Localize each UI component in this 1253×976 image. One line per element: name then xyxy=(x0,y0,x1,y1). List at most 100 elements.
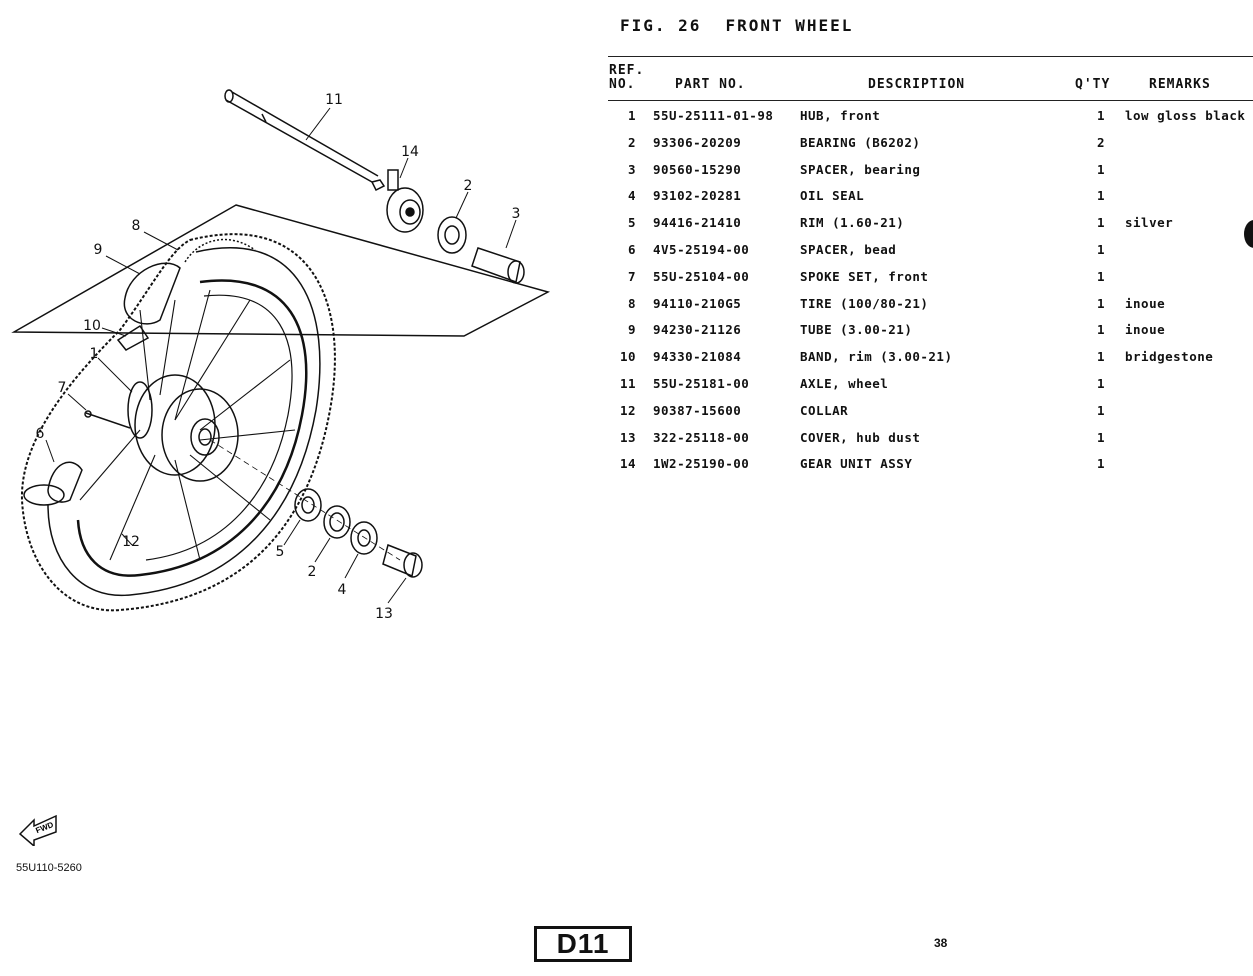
callout-label: 2 xyxy=(464,178,473,194)
qty-cell: 1 xyxy=(1096,456,1106,472)
ref-no-cell: 12 xyxy=(619,402,636,418)
dust-cover-part xyxy=(350,521,378,555)
qty-cell: 1 xyxy=(1096,295,1106,311)
oil-seal-part xyxy=(323,505,351,539)
description-cell: SPACER, bead xyxy=(800,241,897,257)
description-cell: TUBE (3.00-21) xyxy=(800,322,913,338)
valve-part xyxy=(116,324,150,351)
table-row: 12 90387-15600 COLLAR 1 xyxy=(608,399,1253,426)
col-description: DESCRIPTION xyxy=(868,77,966,92)
table-row: 2 93306-20209 BEARING (B6202) 2 xyxy=(608,131,1253,158)
remarks-cell: inoue xyxy=(1125,322,1166,338)
ref-no-cell: 7 xyxy=(627,268,636,284)
part-no-cell: 55U-25181-00 xyxy=(653,375,750,391)
axle-part xyxy=(224,89,386,192)
part-no-cell: 55U-25104-00 xyxy=(653,268,750,284)
remarks-cell: silver xyxy=(1125,215,1174,231)
description-cell: BEARING (B6202) xyxy=(800,134,921,150)
part-no-cell: 322-25118-00 xyxy=(653,429,750,445)
ref-no-cell: 1 xyxy=(627,108,636,123)
callout-label: 11 xyxy=(325,92,343,108)
qty-cell: 1 xyxy=(1096,402,1106,418)
qty-cell: 1 xyxy=(1096,188,1106,204)
remarks-cell: low gloss black xyxy=(1125,108,1246,123)
part-no-cell: 93306-20209 xyxy=(653,134,742,150)
table-row: 3 90560-15290 SPACER, bearing 1 xyxy=(608,158,1253,185)
spacer-part xyxy=(471,247,525,284)
qty-cell: 2 xyxy=(1096,134,1106,150)
callout-label: 5 xyxy=(276,544,285,560)
page-number: 38 xyxy=(934,936,948,950)
callout-label: 14 xyxy=(401,144,419,160)
qty-cell: 1 xyxy=(1096,108,1106,123)
ref-no-cell: 5 xyxy=(627,215,636,231)
fwd-arrow-icon: FWD xyxy=(18,814,57,846)
description-cell: OIL SEAL xyxy=(800,188,865,204)
gear-unit-part xyxy=(386,169,424,233)
qty-cell: 1 xyxy=(1096,322,1106,338)
figure-heading: FIG. 26 FRONT WHEEL xyxy=(620,16,853,35)
description-cell: SPACER, bearing xyxy=(800,161,921,177)
part-no-cell: 94330-21084 xyxy=(653,349,742,365)
callout-label: 13 xyxy=(375,606,393,622)
spokes xyxy=(79,289,296,561)
callout-label: 3 xyxy=(512,206,521,222)
part-no-cell: 94230-21126 xyxy=(653,322,742,338)
part-no-cell: 93102-20281 xyxy=(653,188,742,204)
callout-label: 2 xyxy=(308,564,317,580)
binding-hole-mark xyxy=(1244,220,1253,248)
qty-cell: 1 xyxy=(1096,375,1106,391)
table-row: 4 93102-20281 OIL SEAL 1 xyxy=(608,184,1253,211)
description-cell: COVER, hub dust xyxy=(800,429,921,445)
part-no-cell: 94416-21410 xyxy=(653,215,742,231)
figure-title: FRONT WHEEL xyxy=(725,16,854,35)
callout-label: 8 xyxy=(132,218,141,234)
callout-label: 1 xyxy=(90,346,99,362)
figure-label: FIG. 26 xyxy=(620,16,702,35)
qty-cell: 1 xyxy=(1096,268,1106,284)
table-row: 13 322-25118-00 COVER, hub dust 1 xyxy=(608,426,1253,453)
qty-cell: 1 xyxy=(1096,349,1106,365)
ref-no-cell: 4 xyxy=(627,188,636,204)
bead-spacer-part xyxy=(23,461,83,506)
ref-no-cell: 13 xyxy=(619,429,636,445)
description-cell: GEAR UNIT ASSY xyxy=(800,456,913,472)
ref-no-cell: 11 xyxy=(619,375,636,391)
col-part-no: PART NO. xyxy=(675,77,746,92)
col-ref-no: REF. NO. xyxy=(609,64,644,92)
remarks-cell: bridgestone xyxy=(1125,349,1214,365)
bearing-bottom-part xyxy=(294,488,322,522)
ref-no-cell: 14 xyxy=(619,456,636,472)
description-cell: COLLAR xyxy=(800,402,849,418)
ref-no-cell: 3 xyxy=(627,161,636,177)
part-no-cell: 90560-15290 xyxy=(653,161,742,177)
callout-label: 9 xyxy=(94,242,103,258)
part-no-cell: 55U-25111-01-98 xyxy=(653,108,774,123)
hub-part xyxy=(127,374,239,482)
qty-cell: 1 xyxy=(1096,429,1106,445)
part-no-cell: 90387-15600 xyxy=(653,402,742,418)
tire xyxy=(20,233,336,612)
col-qty: Q'TY xyxy=(1075,77,1111,92)
callout-label: 12 xyxy=(122,534,140,550)
ref-no-cell: 2 xyxy=(627,134,636,150)
collar-part xyxy=(382,543,423,578)
col-ref-line2: NO. xyxy=(609,77,636,92)
part-no-cell: 94110-210G5 xyxy=(653,295,742,311)
qty-cell: 1 xyxy=(1096,161,1106,177)
part-no-cell: 4V5-25194-00 xyxy=(653,241,750,257)
rim xyxy=(76,279,308,577)
callout-label: 7 xyxy=(58,380,67,396)
col-remarks: REMARKS xyxy=(1149,77,1211,92)
